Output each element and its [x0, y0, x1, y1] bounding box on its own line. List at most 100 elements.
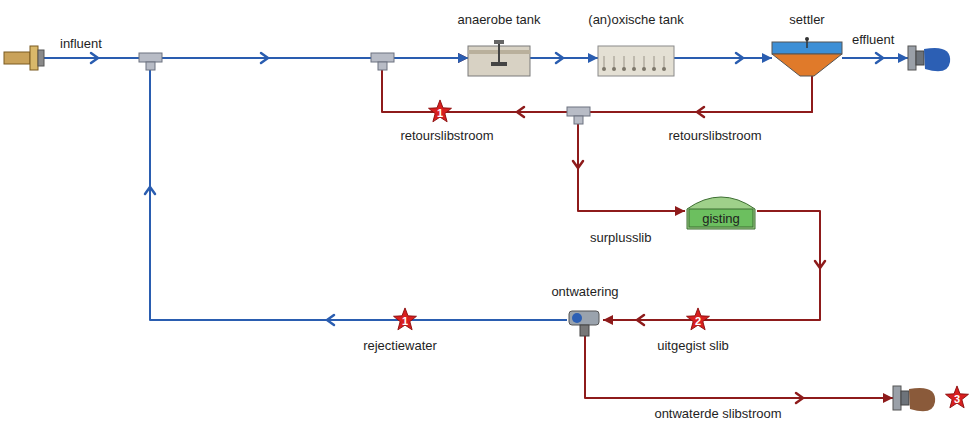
- flow-chevron: [573, 161, 583, 168]
- tee-junction: [146, 62, 155, 70]
- node-shape: [893, 380, 937, 416]
- node-shape: [567, 306, 603, 336]
- flow-chevron: [517, 107, 524, 117]
- tee-junction: [139, 53, 162, 62]
- shape-part: [924, 48, 950, 71]
- tee-junction: [371, 53, 394, 62]
- sludge-node: [893, 380, 937, 416]
- node-label: ontwatering: [551, 284, 618, 299]
- callout-number: 1: [437, 107, 443, 119]
- shape-part: [662, 67, 666, 71]
- shape-part: [632, 67, 636, 71]
- shape-part: [572, 313, 582, 323]
- shape-part: [494, 40, 504, 44]
- shape-part: [569, 311, 599, 325]
- measure-star: [429, 100, 452, 122]
- tee-junction: [567, 107, 590, 116]
- settler-node: settler: [772, 38, 842, 76]
- flow-chevron: [556, 53, 563, 63]
- effluent-icon: [908, 46, 950, 71]
- measure-star: [394, 308, 417, 330]
- sludge-icon: [893, 386, 935, 411]
- flow-label: rejectiewater: [361, 338, 439, 353]
- shape-part: [604, 56, 605, 68]
- flow-chevron: [815, 261, 825, 268]
- flow-chevron: [796, 393, 803, 403]
- anoxic-node: (an)oxische tank: [598, 40, 674, 76]
- shape-part: [652, 67, 656, 71]
- node-label: effluent: [852, 32, 894, 47]
- shape-part: [916, 51, 924, 65]
- callout-number: 3: [954, 393, 960, 405]
- measure-star: [946, 386, 969, 408]
- flow-chevron: [876, 53, 883, 63]
- gisting-node: gisting: [685, 193, 757, 229]
- flow-label: uitgegist slib: [655, 338, 731, 353]
- flow-chevron: [145, 187, 155, 194]
- shape-part: [614, 56, 615, 68]
- node-label: gisting: [702, 211, 740, 226]
- shape-part: [602, 67, 606, 71]
- flow-line: [150, 58, 567, 320]
- flow-chevron: [697, 107, 704, 117]
- shape-part: [687, 197, 755, 229]
- shape-part: [642, 67, 646, 71]
- flow-line: [585, 336, 893, 398]
- flow-chevron: [637, 315, 644, 325]
- anoxic-icon: [598, 46, 674, 76]
- flow-label: ontwaterde slibstroom: [652, 406, 783, 421]
- node-label: settler: [789, 12, 824, 27]
- shape-part: [909, 388, 935, 411]
- node-shape: [598, 40, 674, 76]
- shape-part: [622, 67, 626, 71]
- node-shape: [772, 38, 842, 76]
- shape-part: [901, 391, 909, 405]
- node-label: influent: [60, 36, 102, 51]
- flow-line: [382, 58, 812, 112]
- shape-part: [644, 56, 645, 68]
- shape-part: [664, 56, 665, 68]
- influent-icon: [4, 46, 44, 70]
- node-label: (an)oxische tank: [588, 12, 683, 27]
- shape-part: [38, 50, 44, 66]
- flow-chevron: [91, 53, 883, 403]
- gisting-icon: [687, 197, 755, 229]
- anaerobe-icon: [468, 40, 530, 76]
- tee-junction: [378, 62, 387, 70]
- ontwatering-icon: [569, 311, 599, 336]
- node-shape: [468, 40, 530, 76]
- flow-label: retourslibstroom: [398, 128, 495, 143]
- shape-part: [689, 209, 753, 227]
- flow-chevron: [736, 53, 743, 63]
- shape-part: [624, 56, 625, 68]
- flow-label: retourslibstroom: [668, 128, 761, 143]
- flow-chevron: [91, 53, 98, 63]
- flow-label: surplusslib: [588, 230, 653, 245]
- anaerobe-node: anaerobe tank: [468, 40, 530, 76]
- flow-chevron: [261, 53, 268, 63]
- flow-line: [842, 57, 908, 59]
- node-shape: [4, 44, 44, 72]
- flow-line: [578, 76, 812, 211]
- shape-part: [491, 62, 507, 66]
- shape-part: [805, 37, 809, 41]
- node-label: anaerobe tank: [457, 12, 540, 27]
- shape-part: [4, 52, 30, 64]
- shape-part: [634, 56, 635, 68]
- ontwatering-node: ontwatering: [567, 306, 603, 336]
- effluent-node: effluent: [908, 40, 952, 76]
- shape-part: [598, 46, 674, 76]
- callout-number: 2: [695, 315, 701, 327]
- shape-part: [580, 325, 589, 336]
- shape-part: [612, 67, 616, 71]
- settler-icon: [772, 37, 842, 76]
- shape-part: [893, 386, 901, 410]
- flow-line: [674, 57, 772, 59]
- shape-part: [30, 46, 38, 70]
- measure-star: [687, 308, 710, 330]
- callout-number: 1: [402, 315, 408, 327]
- shape-part: [654, 56, 655, 68]
- flow-chevron: [327, 315, 334, 325]
